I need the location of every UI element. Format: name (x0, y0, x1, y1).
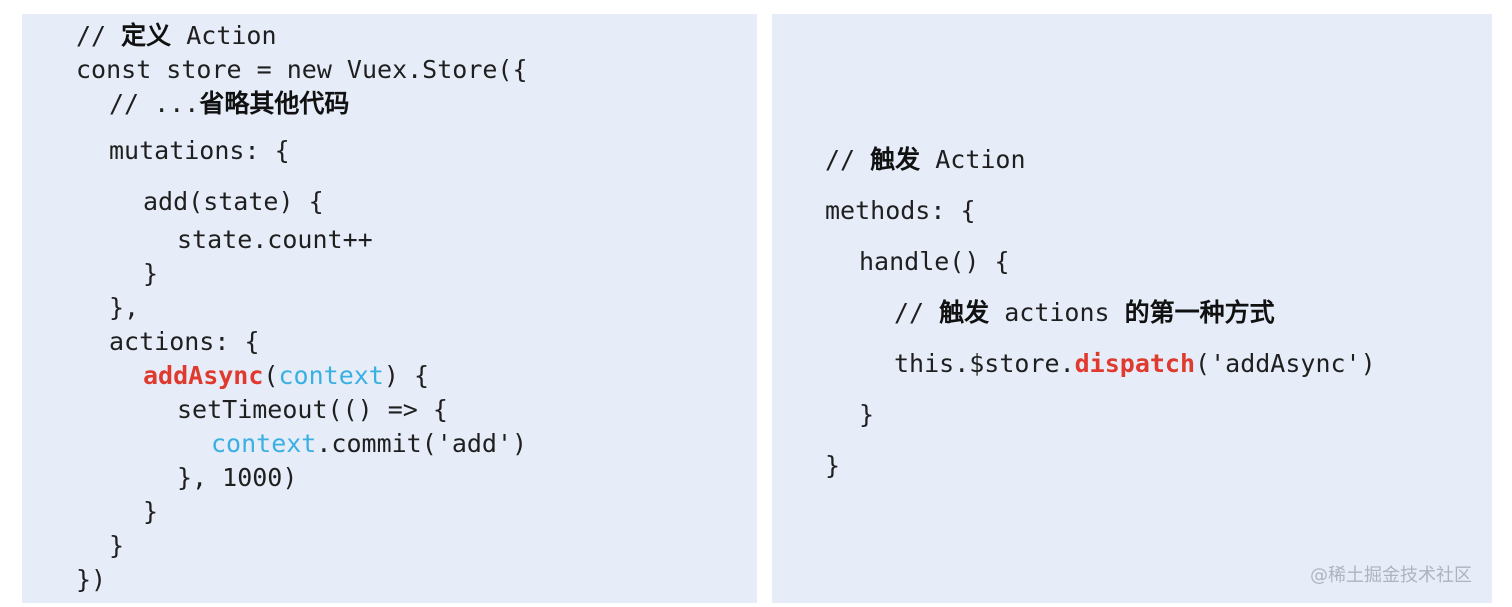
code-line: handle() { (859, 247, 1010, 276)
code-line: context.commit('add') (211, 429, 528, 458)
code-line: // 触发 actions 的第一种方式 (894, 298, 1275, 327)
dispatch-method: dispatch (1074, 349, 1196, 378)
code-line: } (143, 497, 159, 526)
watermark: @稀土掘金技术社区 (1310, 565, 1472, 586)
code-line: } (109, 531, 125, 560)
code-line: methods: { (825, 196, 976, 225)
code-panel-define: // 定义 Action const store = new Vuex.Stor… (22, 14, 757, 603)
code-line: } (859, 400, 875, 429)
context-param: context (278, 361, 384, 390)
code-line: this.$store.dispatch('addAsync') (894, 349, 1376, 378)
code-line: setTimeout(() => { (177, 395, 448, 424)
code-line: actions: { (109, 327, 260, 356)
code-panel-trigger: // 触发 Action methods: { handle() { // 触发… (772, 14, 1492, 603)
code-line: } (143, 259, 159, 288)
code-line: // ...省略其他代码 (109, 89, 350, 118)
code-line: mutations: { (109, 136, 290, 165)
action-name: addAsync (143, 361, 264, 390)
code-line: addAsync(context) { (143, 361, 429, 390)
code-line: state.count++ (177, 225, 373, 254)
code-line: }, 1000) (177, 463, 298, 492)
context-ref: context (211, 429, 317, 458)
code-line: const store = new Vuex.Store({ (76, 55, 528, 84)
code-line: }, (109, 293, 140, 322)
code-line: // 定义 Action (76, 21, 277, 50)
code-line: }) (76, 565, 107, 594)
code-line: // 触发 Action (825, 145, 1026, 174)
code-line: add(state) { (143, 187, 324, 216)
code-line: } (825, 451, 841, 480)
